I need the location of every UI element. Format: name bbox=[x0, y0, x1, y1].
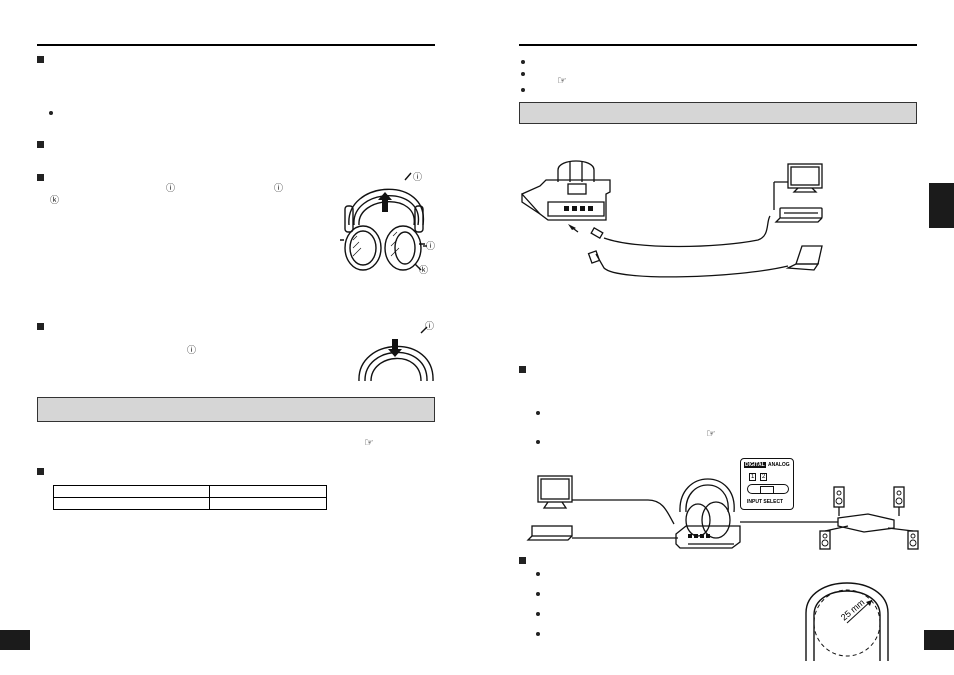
table-cell bbox=[53, 485, 210, 498]
section-marker bbox=[37, 323, 44, 330]
bullet bbox=[536, 440, 540, 444]
bullet bbox=[536, 612, 540, 616]
digital-label: DIGITAL bbox=[744, 462, 766, 468]
bullet bbox=[49, 111, 53, 115]
callout-i-inline-2: ⓘ bbox=[274, 184, 284, 194]
callout-k-inline: ⓚ bbox=[50, 196, 60, 206]
option-1-label: 1 bbox=[749, 473, 757, 481]
bullet bbox=[536, 411, 540, 415]
spec-table bbox=[53, 485, 327, 510]
reference-icon: ☞ bbox=[364, 436, 374, 449]
bullet bbox=[521, 72, 525, 76]
callout-i-inline-3: ⓘ bbox=[187, 346, 197, 356]
headband-press-illustration bbox=[358, 326, 434, 382]
right-top-rule bbox=[519, 44, 917, 46]
table-cell bbox=[209, 485, 327, 498]
section-header-bar bbox=[37, 397, 435, 422]
callout-i-top: ⓘ bbox=[413, 173, 423, 183]
headphone-adjust-illustration bbox=[340, 172, 427, 271]
section-header-bar bbox=[519, 102, 917, 124]
section-marker bbox=[37, 174, 44, 181]
section-marker bbox=[37, 141, 44, 148]
bullet bbox=[536, 632, 540, 636]
analog-label: ANALOG bbox=[768, 462, 790, 468]
bullet bbox=[536, 572, 540, 576]
callout-k-bottom: ⓚ bbox=[419, 266, 429, 276]
table-cell bbox=[209, 497, 327, 510]
section-marker bbox=[37, 56, 44, 63]
table-row bbox=[53, 497, 327, 510]
chapter-tab bbox=[929, 183, 954, 228]
left-top-rule bbox=[37, 44, 435, 46]
switch-knob bbox=[760, 486, 774, 494]
bullet bbox=[536, 592, 540, 596]
reference-icon: ☞ bbox=[706, 427, 716, 440]
page-number-tab-left bbox=[0, 630, 30, 650]
bullet bbox=[521, 88, 525, 92]
section-marker bbox=[519, 557, 526, 564]
table-row bbox=[53, 485, 327, 498]
bullet bbox=[521, 60, 525, 64]
input-select-connection-diagram bbox=[526, 475, 919, 550]
input-select-caption: INPUT SELECT bbox=[747, 499, 784, 505]
reference-icon: ☞ bbox=[557, 74, 567, 87]
diameter-label: 25 mm bbox=[839, 597, 867, 622]
option-2-label: 2 bbox=[760, 473, 768, 481]
callout-i-inline-1: ⓘ bbox=[166, 184, 176, 194]
transmitter-connection-diagram bbox=[520, 160, 823, 278]
section-marker bbox=[519, 366, 526, 373]
callout-i-headband: ⓘ bbox=[425, 322, 435, 332]
input-select-switch bbox=[747, 484, 789, 494]
section-marker bbox=[37, 468, 44, 475]
page-number-tab-right bbox=[924, 630, 954, 650]
table-cell bbox=[53, 497, 210, 510]
callout-i-side: ⓘ bbox=[426, 242, 436, 252]
cable-loop-diameter-illustration: 25 mm bbox=[805, 582, 889, 661]
input-select-panel: DIGITAL ANALOG 1 2 INPUT SELECT bbox=[740, 458, 794, 510]
